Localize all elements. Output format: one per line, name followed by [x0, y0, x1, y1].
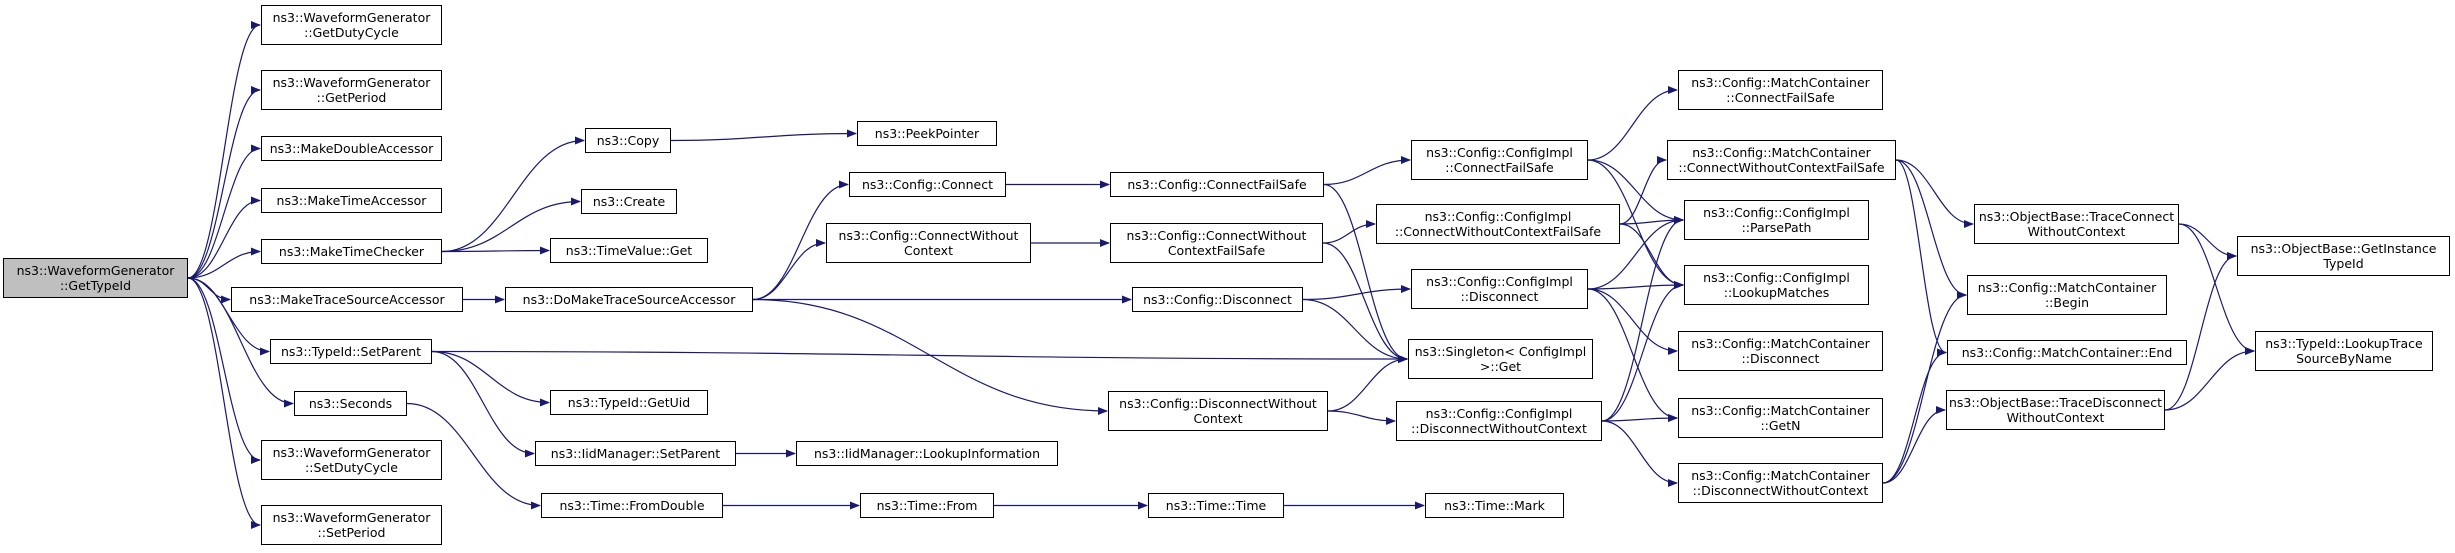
edge-configDisconnect-to-singletonGet — [1302, 298, 1408, 363]
edge-configConnectWithoutContextFailSafe-to-singletonGet — [1322, 242, 1408, 363]
node-config-connect-without-context[interactable]: ns3::Config::ConnectWithout Context — [826, 223, 1031, 263]
edge-getTypeId-to-setPeriod — [187, 277, 261, 529]
node-match-container-connect-fail-safe[interactable]: ns3::Config::MatchContainer ::ConnectFai… — [1678, 70, 1883, 110]
edge-implDisconnect-to-implLookupMatches — [1587, 281, 1684, 290]
node-config-impl-connect-without-context-fail-safe[interactable]: ns3::Config::ConfigImpl ::ConnectWithout… — [1376, 204, 1620, 244]
edge-configDisconnectWithoutContext-to-singletonGet — [1327, 355, 1408, 412]
edge-configDisconnectWithoutContext-to-implDisconnectWithoutContext — [1327, 410, 1396, 425]
node-object-base-trace-disconnect-without-context[interactable]: ns3::ObjectBase::TraceDisconnect Without… — [1946, 390, 2165, 430]
edge-copy-to-peekPointer — [670, 129, 857, 142]
node-match-container-disconnect-without-context[interactable]: ns3::Config::MatchContainer ::Disconnect… — [1678, 463, 1883, 503]
node-config-impl-disconnect[interactable]: ns3::Config::ConfigImpl ::Disconnect — [1411, 269, 1588, 309]
edge-getTypeId-to-makeDoubleAccessor — [187, 144, 261, 279]
node-time-from[interactable]: ns3::Time::From — [860, 493, 994, 518]
node-time-value-get[interactable]: ns3::TimeValue::Get — [550, 238, 708, 263]
edge-doMakeTraceSourceAccessor-to-configDisconnectWithoutContext — [752, 298, 1108, 415]
edge-mcConnectWithoutContextFailSafe-to-mcBegin — [1895, 159, 1967, 299]
edge-mcDisconnectWithoutContext-to-mcEnd — [1882, 348, 1947, 484]
edge-getTypeId-to-setDutyCycle — [187, 277, 261, 464]
edge-getTypeId-to-getDutyCycle — [187, 21, 261, 279]
node-make-time-checker[interactable]: ns3::MakeTimeChecker — [261, 239, 442, 264]
edge-getTypeId-to-seconds — [187, 277, 294, 408]
node-match-container-connect-without-context-fail-safe[interactable]: ns3::Config::MatchContainer ::ConnectWit… — [1667, 140, 1896, 180]
node-config-disconnect-without-context[interactable]: ns3::Config::DisconnectWithout Context — [1108, 391, 1328, 431]
node-type-id-set-parent[interactable]: ns3::TypeId::SetParent — [270, 339, 432, 364]
edge-implDisconnect-to-mcDisconnect — [1587, 288, 1678, 355]
edge-makeTimeChecker-to-copy — [441, 136, 585, 253]
node-match-container-begin[interactable]: ns3::Config::MatchContainer ::Begin — [1967, 275, 2167, 315]
node-time-time[interactable]: ns3::Time::Time — [1148, 493, 1284, 518]
edge-configConnectWithoutContextFailSafe-to-implConnectWithoutContextFailSafe — [1322, 220, 1376, 244]
edge-configConnectFailSafe-to-singletonGet — [1323, 183, 1408, 363]
edge-makeTimeChecker-to-create — [441, 197, 581, 253]
node-config-connect[interactable]: ns3::Config::Connect — [849, 172, 1006, 197]
edge-implConnectWithoutContextFailSafe-to-mcConnectWithoutContextFailSafe — [1619, 156, 1667, 225]
node-config-connect-without-context-fail-safe[interactable]: ns3::Config::ConnectWithout ContextFailS… — [1110, 223, 1323, 263]
edge-getTypeId-to-makeTimeAccessor — [187, 196, 261, 279]
edge-getTypeId-to-getPeriod — [187, 86, 261, 279]
edge-configDisconnect-to-implDisconnect — [1302, 285, 1411, 301]
edge-implDisconnectWithoutContext-to-mcDisconnectWithoutContext — [1601, 420, 1678, 487]
edge-implConnectFailSafe-to-implParsePath — [1587, 159, 1684, 224]
edge-doMakeTraceSourceAccessor-to-configConnect — [752, 180, 849, 301]
edge-mcConnectWithoutContextFailSafe-to-mcEnd — [1895, 159, 1947, 357]
edge-getTypeId-to-makeTimeChecker — [187, 247, 261, 279]
node-seconds[interactable]: ns3::Seconds — [294, 391, 407, 416]
node-copy[interactable]: ns3::Copy — [585, 128, 671, 153]
node-config-impl-lookup-matches[interactable]: ns3::Config::ConfigImpl ::LookupMatches — [1684, 265, 1869, 305]
node-object-base-get-instance-type-id[interactable]: ns3::ObjectBase::GetInstance TypeId — [2237, 236, 2450, 276]
node-config-impl-parse-path[interactable]: ns3::Config::ConfigImpl ::ParsePath — [1684, 200, 1869, 240]
node-iid-manager-lookup-information[interactable]: ns3::IidManager::LookupInformation — [796, 441, 1058, 466]
node-iid-manager-set-parent[interactable]: ns3::IidManager::SetParent — [535, 441, 736, 466]
node-type-id-lookup-trace-source-by-name[interactable]: ns3::TypeId::LookupTrace SourceByName — [2255, 331, 2433, 371]
edge-typeIdSetParent-to-iidSetParent — [431, 350, 535, 458]
edge-obTraceConnectWithoutContext-to-obGetInstanceTypeId — [2178, 223, 2237, 260]
node-peek-pointer[interactable]: ns3::PeekPointer — [857, 121, 997, 146]
node-do-make-trace-source-accessor[interactable]: ns3::DoMakeTraceSourceAccessor — [505, 287, 753, 312]
node-config-impl-disconnect-without-context[interactable]: ns3::Config::ConfigImpl ::DisconnectWith… — [1396, 401, 1602, 441]
node-make-time-accessor[interactable]: ns3::MakeTimeAccessor — [261, 188, 442, 213]
edge-implDisconnect-to-implParsePath — [1587, 216, 1684, 290]
edge-mcDisconnectWithoutContext-to-obTraceDisconnectWithoutContext — [1882, 406, 1946, 484]
edge-typeIdSetParent-to-singletonGet — [431, 350, 1408, 363]
edge-doMakeTraceSourceAccessor-to-configConnectWithoutContext — [752, 239, 826, 301]
node-type-id-get-uid[interactable]: ns3::TypeId::GetUid — [550, 390, 708, 415]
edge-implConnectFailSafe-to-mcConnectFailSafe — [1587, 86, 1678, 161]
node-config-connect-fail-safe[interactable]: ns3::Config::ConnectFailSafe — [1110, 172, 1324, 197]
node-match-container-end[interactable]: ns3::Config::MatchContainer::End — [1947, 340, 2187, 365]
edge-implConnectWithoutContextFailSafe-to-implParsePath — [1619, 216, 1684, 225]
edge-implDisconnectWithoutContext-to-mcGetN — [1601, 414, 1678, 423]
edge-obTraceDisconnectWithoutContext-to-obGetInstanceTypeId — [2164, 252, 2237, 411]
node-make-trace-source-accessor[interactable]: ns3::MakeTraceSourceAccessor — [231, 287, 463, 312]
node-waveform-generator-set-duty-cycle[interactable]: ns3::WaveformGenerator ::SetDutyCycle — [261, 440, 442, 480]
node-time-mark[interactable]: ns3::Time::Mark — [1425, 493, 1564, 518]
node-waveform-generator-get-type-id: ns3::WaveformGenerator ::GetTypeId — [3, 258, 188, 298]
node-config-impl-connect-fail-safe[interactable]: ns3::Config::ConfigImpl ::ConnectFailSaf… — [1411, 140, 1588, 180]
node-make-double-accessor[interactable]: ns3::MakeDoubleAccessor — [261, 136, 442, 161]
edge-implDisconnectWithoutContext-to-implParsePath — [1601, 216, 1684, 422]
node-waveform-generator-get-duty-cycle[interactable]: ns3::WaveformGenerator ::GetDutyCycle — [261, 5, 442, 45]
edge-configConnectFailSafe-to-implConnectFailSafe — [1323, 156, 1411, 186]
edge-obTraceConnectWithoutContext-to-typeIdLookupTraceSourceByName — [2178, 223, 2255, 355]
edge-seconds-to-timeFromDouble — [406, 402, 541, 510]
node-match-container-get-n[interactable]: ns3::Config::MatchContainer ::GetN — [1678, 398, 1883, 438]
edge-mcDisconnectWithoutContext-to-mcBegin — [1882, 291, 1967, 484]
node-object-base-trace-connect-without-context[interactable]: ns3::ObjectBase::TraceConnect WithoutCon… — [1974, 204, 2179, 244]
node-time-from-double[interactable]: ns3::Time::FromDouble — [541, 493, 723, 518]
edge-implDisconnectWithoutContext-to-implLookupMatches — [1601, 281, 1684, 422]
node-create[interactable]: ns3::Create — [581, 189, 677, 214]
edge-implDisconnect-to-mcGetN — [1587, 288, 1678, 422]
edge-obTraceDisconnectWithoutContext-to-typeIdLookupTraceSourceByName — [2164, 347, 2255, 411]
edge-makeTimeChecker-to-timeValueGet — [441, 246, 550, 255]
node-config-disconnect[interactable]: ns3::Config::Disconnect — [1132, 287, 1303, 312]
edge-typeIdSetParent-to-typeIdGetUid — [431, 350, 550, 407]
node-waveform-generator-get-period[interactable]: ns3::WaveformGenerator ::GetPeriod — [261, 70, 442, 110]
edge-mcConnectWithoutContextFailSafe-to-obTraceConnectWithoutContext — [1895, 159, 1974, 228]
edge-implConnectWithoutContextFailSafe-to-implLookupMatches — [1619, 223, 1684, 289]
node-match-container-disconnect[interactable]: ns3::Config::MatchContainer ::Disconnect — [1678, 331, 1883, 371]
node-waveform-generator-set-period[interactable]: ns3::WaveformGenerator ::SetPeriod — [261, 505, 442, 545]
node-singleton-config-impl-get[interactable]: ns3::Singleton< ConfigImpl >::Get — [1408, 339, 1593, 379]
